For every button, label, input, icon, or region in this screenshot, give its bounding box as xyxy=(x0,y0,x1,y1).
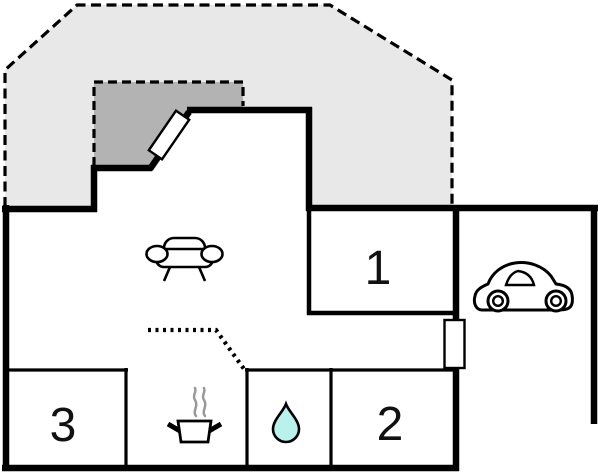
steam-line xyxy=(192,386,198,418)
car-icon xyxy=(472,261,574,313)
sofa-armrest-right xyxy=(200,244,224,264)
terrace-door xyxy=(147,109,191,161)
steam-line xyxy=(201,386,207,418)
car-wheel-rear-hub xyxy=(492,295,505,308)
room-divider-dotted-line xyxy=(148,327,246,371)
covered-terrace-dashed-border xyxy=(92,80,245,166)
sofa-legs xyxy=(162,266,207,282)
room-3-label: 3 xyxy=(50,399,77,452)
room-1-walls xyxy=(306,206,458,316)
pot-body xyxy=(176,419,213,444)
sofa-icon xyxy=(145,236,224,282)
sofa-armrest-left xyxy=(145,244,169,264)
cooking-pot-icon xyxy=(166,386,223,444)
water-drop-icon xyxy=(271,400,301,444)
interior-walls xyxy=(4,368,458,470)
car-window xyxy=(504,269,536,287)
carport-door xyxy=(443,318,466,370)
room-2-label: 2 xyxy=(377,398,404,451)
terrace-dashed-border xyxy=(3,3,454,207)
room-1-label: 1 xyxy=(365,242,392,295)
car-wheel-front-hub xyxy=(550,295,563,308)
